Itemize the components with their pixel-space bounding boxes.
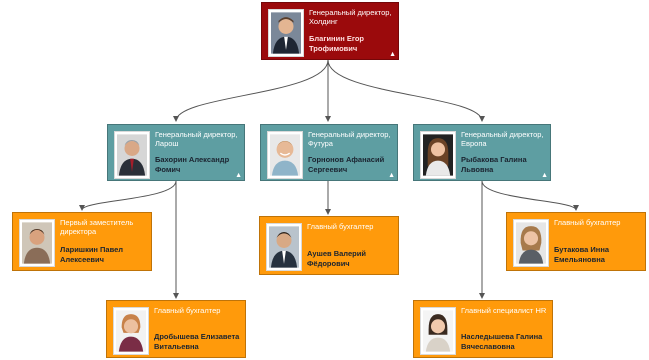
avatar bbox=[420, 131, 456, 179]
double-chevron-up-icon[interactable]: ▲ bbox=[235, 172, 242, 179]
org-node-larosh-accountant[interactable]: Главный бухгалтер Дробышева Елизавета Ви… bbox=[106, 300, 246, 358]
node-position: Главный бухгалтер bbox=[307, 222, 374, 231]
node-person-name: Благинин Егор Трофимович bbox=[309, 34, 365, 53]
node-person-name: Бахорин Александр Фомич bbox=[155, 155, 230, 174]
avatar bbox=[268, 9, 304, 57]
node-position: Главный специалист HR bbox=[461, 306, 547, 315]
connector-root-larosh bbox=[173, 59, 329, 122]
org-node-futura[interactable]: Генеральный директор, Футура Горнонов Аф… bbox=[260, 124, 398, 181]
node-person-name: Бутакова Инна Емельяновна bbox=[554, 245, 610, 264]
double-chevron-up-icon[interactable]: ▲ bbox=[541, 172, 548, 179]
org-node-europe[interactable]: Генеральный директор, Европа Рыбакова Га… bbox=[413, 124, 551, 181]
node-position: Первый заместитель директора bbox=[60, 218, 134, 236]
avatar bbox=[114, 131, 150, 179]
node-person-name: Аушев Валерий Фёдорович bbox=[307, 249, 366, 268]
node-position: Генеральный директор, Холдинг bbox=[309, 8, 392, 26]
node-person-name: Рыбакова Галина Львовна bbox=[461, 155, 527, 174]
node-position: Генеральный директор, Футура bbox=[308, 130, 391, 148]
org-node-larosh[interactable]: Генеральный директор, Ларош Бахорин Алек… bbox=[107, 124, 245, 181]
node-position: Генеральный директор, Европа bbox=[461, 130, 544, 148]
node-person-name: Горнонов Афанасий Сергеевич bbox=[308, 155, 385, 174]
node-position: Генеральный директор, Ларош bbox=[155, 130, 238, 148]
double-chevron-up-icon[interactable]: ▲ bbox=[389, 51, 396, 58]
avatar bbox=[266, 223, 302, 271]
node-person-name: Наследышева Галина Вячеславовна bbox=[461, 332, 543, 351]
connector-europe-accountant bbox=[481, 180, 579, 211]
org-node-europe-accountant[interactable]: Главный бухгалтер Бутакова Инна Емельяно… bbox=[506, 212, 646, 271]
connector-root-europe bbox=[327, 59, 485, 122]
org-node-europe-hr[interactable]: Главный специалист HR Наследышева Галина… bbox=[413, 300, 553, 358]
node-position: Главный бухгалтер bbox=[154, 306, 221, 315]
avatar bbox=[513, 219, 549, 267]
avatar bbox=[113, 307, 149, 355]
org-node-root[interactable]: Генеральный директор, Холдинг Благинин Е… bbox=[261, 2, 399, 60]
node-person-name: Ларишкин Павел Алексеевич bbox=[60, 245, 124, 264]
node-position: Главный бухгалтер bbox=[554, 218, 621, 227]
org-node-larosh-deputy[interactable]: Первый заместитель директора Ларишкин Па… bbox=[12, 212, 152, 271]
avatar bbox=[19, 219, 55, 267]
node-person-name: Дробышева Елизавета Витальевна bbox=[154, 332, 240, 351]
avatar bbox=[420, 307, 456, 355]
double-chevron-up-icon[interactable]: ▲ bbox=[388, 172, 395, 179]
avatar bbox=[267, 131, 303, 179]
org-node-futura-accountant[interactable]: Главный бухгалтер Аушев Валерий Фёдорови… bbox=[259, 216, 399, 275]
connector-larosh-deputy bbox=[79, 180, 177, 211]
